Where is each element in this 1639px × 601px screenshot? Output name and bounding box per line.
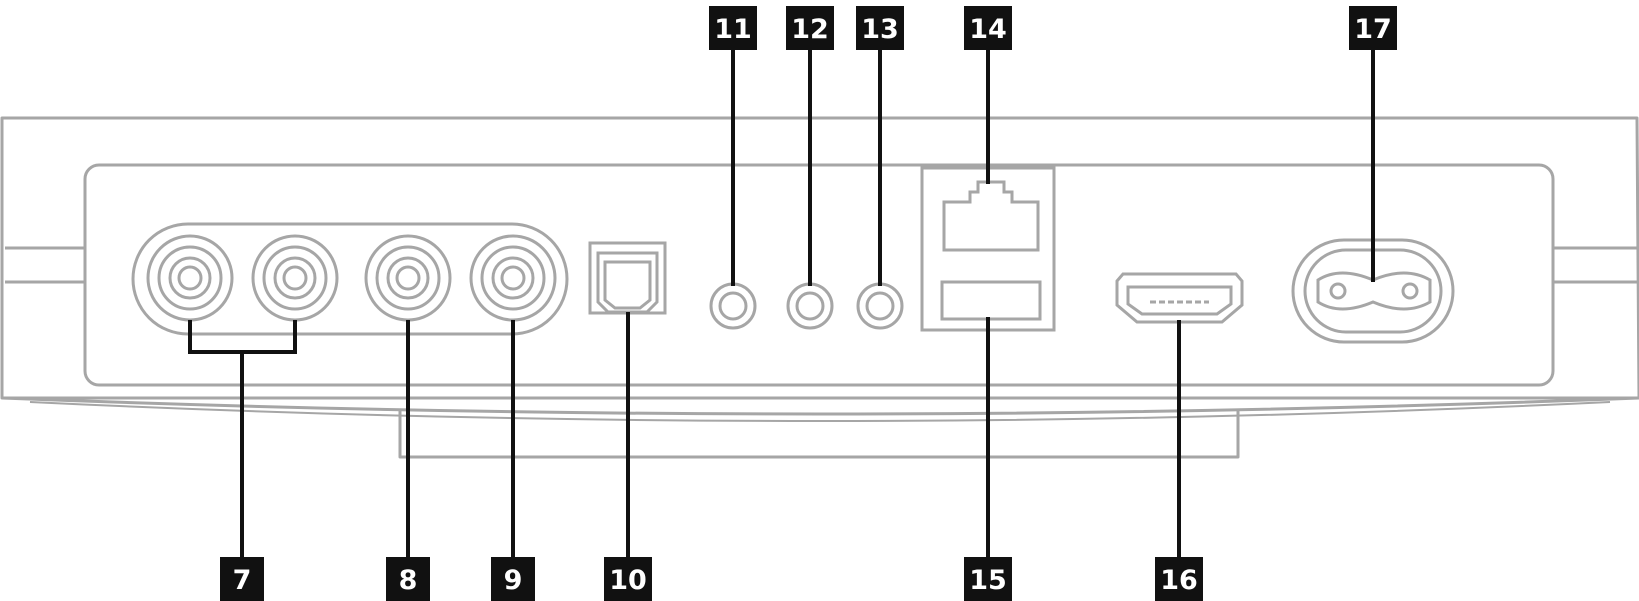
callout-13-text: 13 (861, 14, 899, 45)
callout-8: 8 (386, 557, 430, 601)
callout-14-text: 14 (969, 14, 1007, 45)
rca-jack-7-left (146, 234, 234, 322)
connector-panel (83, 163, 1555, 387)
callout-11: 11 (709, 6, 757, 50)
callout-17: 17 (1349, 6, 1397, 50)
callout-11-text: 11 (714, 14, 752, 45)
callout-10-text: 10 (609, 565, 647, 596)
callout-12: 12 (786, 6, 834, 50)
rca-bezel (131, 222, 569, 336)
callout-15-text: 15 (969, 565, 1007, 596)
usb-port-icon (940, 280, 1042, 321)
callout-14: 14 (964, 6, 1012, 50)
callout-8-text: 8 (399, 565, 418, 596)
callout-15: 15 (964, 557, 1012, 601)
leader-7 (188, 320, 297, 560)
callout-9-text: 9 (504, 565, 523, 596)
callout-17-text: 17 (1354, 14, 1392, 45)
hdmi-port-icon (1115, 272, 1244, 324)
callout-16: 16 (1155, 557, 1203, 601)
callout-12-text: 12 (791, 14, 829, 45)
callout-16-text: 16 (1160, 565, 1198, 596)
callout-7: 7 (220, 557, 264, 601)
callouts: 11 12 13 14 17 7 8 9 (220, 6, 1397, 601)
callout-10: 10 (604, 557, 652, 601)
optical-port-icon (588, 241, 667, 315)
callout-13: 13 (856, 6, 904, 50)
ethernet-port-icon (942, 180, 1040, 252)
leader-lines (188, 48, 1375, 560)
callout-7-text: 7 (233, 565, 252, 596)
callout-9: 9 (491, 557, 535, 601)
device-housing (0, 116, 1639, 459)
